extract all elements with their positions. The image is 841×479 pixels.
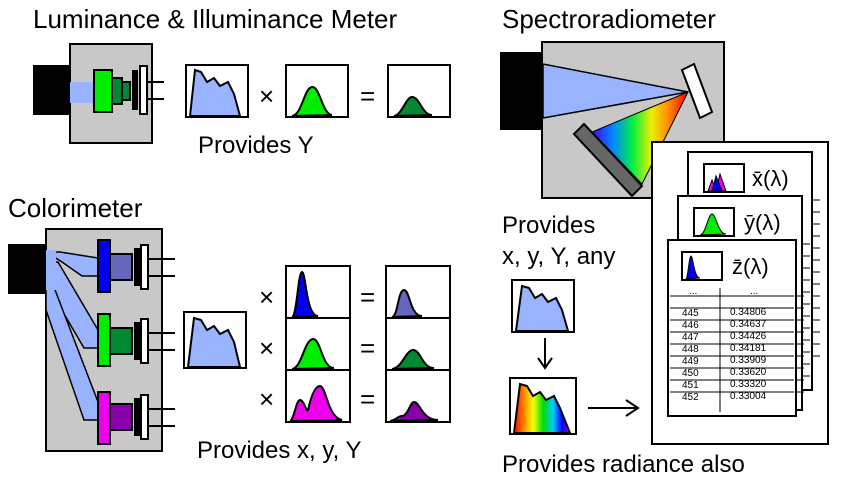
colorimeter-equals-3: = bbox=[360, 384, 375, 414]
spectro-output-spectrum bbox=[509, 377, 577, 435]
table-row: 446 0.34637 bbox=[670, 319, 794, 331]
colorimeter-output-column bbox=[385, 265, 451, 423]
table-row: 447 0.34426 bbox=[670, 331, 794, 343]
table-cell: 448 bbox=[682, 344, 699, 355]
table-cell: 0.34806 bbox=[730, 307, 767, 318]
spectro-right-arrow bbox=[588, 399, 640, 417]
table-cell: 0.34426 bbox=[730, 331, 767, 342]
card-x-bar-label: x̄(λ) bbox=[752, 166, 789, 191]
table-cell: 449 bbox=[682, 356, 699, 367]
colorimeter-equals-2: = bbox=[360, 333, 375, 363]
colorimeter-filter-column bbox=[285, 265, 351, 423]
spectro-provides-line2: x, y, Y, any bbox=[502, 243, 615, 270]
table-cell: 446 bbox=[682, 320, 699, 331]
spectro-input-spectrum bbox=[511, 279, 575, 333]
spectroradiometer-title: Spectroradiometer bbox=[502, 4, 716, 34]
table-row: 445 0.34806 bbox=[670, 307, 794, 319]
colorimeter-equals-1: = bbox=[360, 282, 375, 312]
table-cell: 0.33320 bbox=[730, 379, 767, 390]
luminance-result-label: Provides Y bbox=[198, 132, 314, 159]
colorimeter-times-1: × bbox=[259, 282, 274, 312]
table-cell: 0.33620 bbox=[730, 367, 767, 378]
table-cell: 0.33004 bbox=[730, 391, 767, 402]
table-cell: 0.34181 bbox=[730, 343, 767, 354]
table-cell: 0.34637 bbox=[730, 319, 767, 330]
colorimeter-result-label: Provides x, y, Y bbox=[197, 437, 362, 464]
card-z-bar: z̄(λ) ... ... 445 0.34806 446 0.34637 44… bbox=[667, 239, 804, 417]
table-row: 451 0.33320 bbox=[670, 379, 794, 391]
table-header-value: ... bbox=[750, 286, 758, 297]
table-row: 452 0.33004 bbox=[670, 391, 794, 403]
table-header-wavelength: ... bbox=[689, 286, 697, 297]
table-row: 448 0.34181 bbox=[670, 343, 794, 355]
luminance-equals-sign: = bbox=[360, 81, 375, 111]
table-cell: 450 bbox=[682, 368, 699, 379]
table-row: 449 0.33909 bbox=[670, 355, 794, 367]
colorimeter-title: Colorimeter bbox=[8, 193, 143, 223]
spectroradiometer-device bbox=[500, 41, 725, 199]
spectro-down-arrow bbox=[537, 338, 553, 370]
table-cell: 447 bbox=[682, 332, 699, 343]
luminance-output-spectrum bbox=[387, 64, 451, 118]
luminance-times-sign: × bbox=[259, 81, 274, 111]
table-row: 450 0.33620 bbox=[670, 367, 794, 379]
card-z-bar-label: z̄(λ) bbox=[732, 254, 769, 279]
luminance-input-spectrum bbox=[185, 64, 249, 118]
luminance-meter-device bbox=[33, 43, 164, 144]
table-cell: 451 bbox=[682, 380, 699, 391]
cmf-table: ... ... 445 0.34806 446 0.34637 447 0.34… bbox=[670, 286, 794, 412]
colorimeter-times-2: × bbox=[259, 333, 274, 363]
table-cell: 445 bbox=[682, 308, 699, 319]
table-cell: 452 bbox=[682, 392, 699, 403]
luminance-filter-spectrum bbox=[285, 64, 349, 118]
spectro-provides-line1: Provides bbox=[502, 212, 595, 239]
spectro-result-label: Provides radiance also bbox=[502, 451, 745, 478]
colorimeter-times-3: × bbox=[259, 384, 274, 414]
table-cell: 0.33909 bbox=[730, 355, 767, 366]
colorimeter-input-spectrum bbox=[183, 311, 247, 369]
luminance-meter-title: Luminance & Illuminance Meter bbox=[33, 4, 398, 34]
card-y-bar-label: ȳ(λ) bbox=[744, 210, 781, 235]
colorimeter-device bbox=[8, 228, 175, 452]
